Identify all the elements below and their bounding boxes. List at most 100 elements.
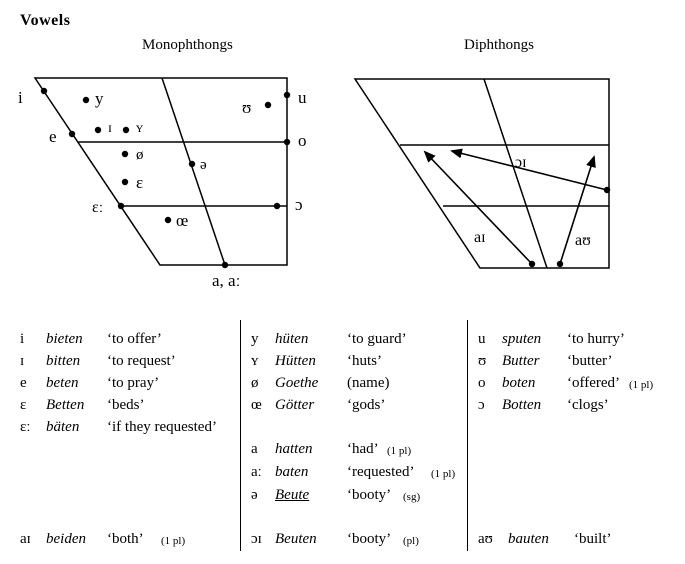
example-word: Goethe: [275, 375, 319, 391]
label-oe: œ: [176, 211, 188, 230]
dot-long-epsilon: [117, 202, 125, 210]
label-small-y: ʏ: [136, 121, 143, 136]
vowel-charts: i y ɪ ʏ ʊ u e o ø ə ɛ ɛː ɔ œ a, aː ɔɪ: [18, 77, 611, 290]
dot-au-start: [556, 260, 564, 268]
ipa-symbol: u: [478, 331, 486, 347]
label-e: e: [49, 127, 57, 146]
label-o-slash: ø: [136, 147, 144, 163]
grammar-note: (1 pl): [431, 468, 456, 480]
gloss: ‘huts’: [347, 353, 382, 369]
example-word: Betten: [46, 397, 85, 413]
example-word: beiden: [46, 531, 86, 547]
dot-o-slash: [121, 150, 129, 158]
monophthong-chart: [33, 77, 288, 266]
diphthongs-title: Diphthongs: [464, 37, 535, 53]
ipa-symbol: aː: [251, 464, 262, 480]
ipa-symbol: i: [20, 331, 25, 347]
example-word: bitten: [46, 353, 81, 369]
column-divider-1: [240, 320, 241, 551]
gloss: ‘booty’: [347, 487, 392, 503]
ipa-symbol: ʊ: [478, 353, 487, 369]
ipa-symbol: ø: [251, 375, 259, 391]
dot-a: [221, 261, 229, 269]
dot-open-o: [273, 202, 281, 210]
ipa-symbol: aɪ: [20, 531, 31, 547]
grammar-note: (1 pl): [161, 535, 186, 547]
dot-upsilon: [264, 101, 272, 109]
example-word: hüten: [275, 331, 309, 347]
dot-e: [68, 130, 76, 138]
grammar-note: (1 pl): [629, 379, 654, 391]
arrow-ai: [423, 150, 533, 265]
ipa-symbol: ɛː: [20, 419, 31, 435]
label-oi: ɔɪ: [515, 154, 527, 171]
dot-oi-start: [603, 186, 611, 194]
example-word: hatten: [275, 441, 313, 457]
column-divider-2: [467, 320, 468, 551]
dot-small-y: [122, 126, 130, 134]
mono-central-line: [161, 77, 226, 266]
gloss: ‘built’: [574, 531, 612, 547]
ipa-symbol: a: [251, 441, 258, 457]
grammar-note: (sg): [403, 491, 421, 503]
label-ai: aɪ: [474, 229, 486, 246]
ipa-symbol: ɔɪ: [251, 531, 262, 547]
label-y: y: [95, 89, 104, 108]
gloss: ‘booty’: [347, 531, 392, 547]
ipa-symbol: aʊ: [478, 531, 493, 547]
gloss: ‘if they requested’: [107, 419, 217, 435]
grammar-note: (pl): [403, 535, 419, 547]
label-epsilon: ɛ: [136, 173, 143, 192]
dot-ai-start: [528, 260, 536, 268]
monophthongs-title: Monophthongs: [142, 37, 233, 53]
ipa-symbol: o: [478, 375, 486, 391]
gloss: ‘to offer’: [107, 331, 162, 347]
example-word: Botten: [502, 397, 542, 413]
dot-y: [82, 96, 90, 104]
ipa-symbol: e: [20, 375, 27, 391]
ipa-symbol: ə: [251, 487, 258, 503]
gloss: ‘both’: [107, 531, 144, 547]
gloss: ‘clogs’: [567, 397, 609, 413]
gloss: ‘to hurry’: [567, 331, 625, 347]
example-word: sputen: [502, 331, 542, 347]
example-word: Götter: [275, 397, 315, 413]
diphthong-labels: ɔɪ aɪ aʊ: [474, 154, 591, 249]
gloss: ‘requested’: [347, 464, 415, 480]
ipa-symbol: ɔ: [478, 397, 485, 413]
gloss: ‘to request’: [107, 353, 176, 369]
arrow-au: [559, 155, 596, 265]
example-word: Butter: [502, 353, 540, 369]
gloss: (name): [347, 375, 390, 391]
gloss: ‘gods’: [347, 397, 386, 413]
example-word: baten: [275, 464, 309, 480]
dot-i: [40, 87, 48, 95]
vowels-heading: Vowels: [20, 12, 71, 29]
label-open-o: ɔ: [295, 195, 303, 214]
example-word: bäten: [46, 419, 80, 435]
grammar-note: (1 pl): [387, 445, 412, 457]
example-word: Beute: [275, 487, 310, 503]
dot-oe: [164, 216, 172, 224]
dot-o: [283, 138, 291, 146]
gloss: ‘offered’: [567, 375, 621, 391]
label-long-epsilon: ɛː: [92, 199, 103, 216]
ipa-symbol: œ: [251, 397, 262, 413]
diphthong-dots: [528, 186, 611, 268]
label-u: u: [298, 88, 307, 107]
label-au: aʊ: [575, 232, 591, 249]
example-word: beten: [46, 375, 79, 391]
gloss: ‘to guard’: [347, 331, 407, 347]
arrow-oi: [450, 148, 608, 191]
ipa-symbol: ɛ: [20, 397, 27, 413]
dot-u: [283, 91, 291, 99]
label-upsilon: ʊ: [242, 98, 251, 117]
diphthong-chart: [353, 78, 610, 269]
label-small-i: ɪ: [108, 121, 112, 136]
example-word: Beuten: [275, 531, 317, 547]
label-i: i: [18, 88, 23, 107]
label-o: o: [298, 131, 307, 150]
diph-trapezoid: [353, 78, 610, 269]
ipa-symbol: y: [251, 331, 259, 347]
mono-trapezoid: [33, 77, 288, 266]
